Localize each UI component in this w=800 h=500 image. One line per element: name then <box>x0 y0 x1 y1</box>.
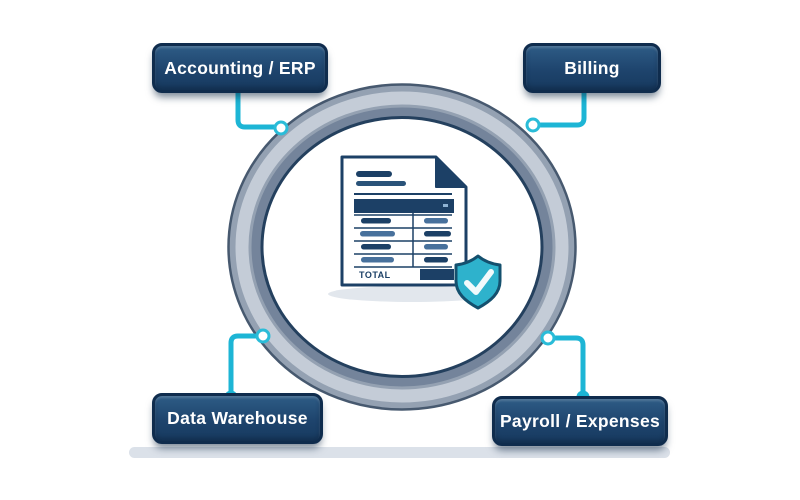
node-accounting-erp-label: Accounting / ERP <box>164 57 316 78</box>
node-accounting-erp: Accounting / ERP <box>152 43 328 93</box>
connector-payroll <box>545 335 586 400</box>
document-shadow <box>328 286 496 302</box>
invoice-total-label: TOTAL <box>359 270 391 280</box>
page-fold <box>435 156 467 188</box>
invoice-document-icon: TOTAL <box>328 155 496 302</box>
connector-billing <box>530 79 587 128</box>
connector-ring-dots <box>255 117 556 346</box>
shield-check-icon <box>454 254 502 310</box>
node-payroll-expenses: Payroll / Expenses <box>492 396 668 446</box>
connector-lines <box>228 77 587 400</box>
sync-ring-icon <box>227 83 577 411</box>
node-data-warehouse-label: Data Warehouse <box>167 408 308 428</box>
connector-accounting <box>235 77 284 130</box>
node-payroll-expenses-label: Payroll / Expenses <box>499 410 661 431</box>
ground-shadow <box>129 447 670 458</box>
node-data-warehouse: Data Warehouse <box>152 393 323 444</box>
node-billing: Billing <box>523 43 661 93</box>
connector-warehouse <box>228 333 266 400</box>
node-billing-label: Billing <box>564 57 620 78</box>
invoice-line-items <box>360 218 451 263</box>
